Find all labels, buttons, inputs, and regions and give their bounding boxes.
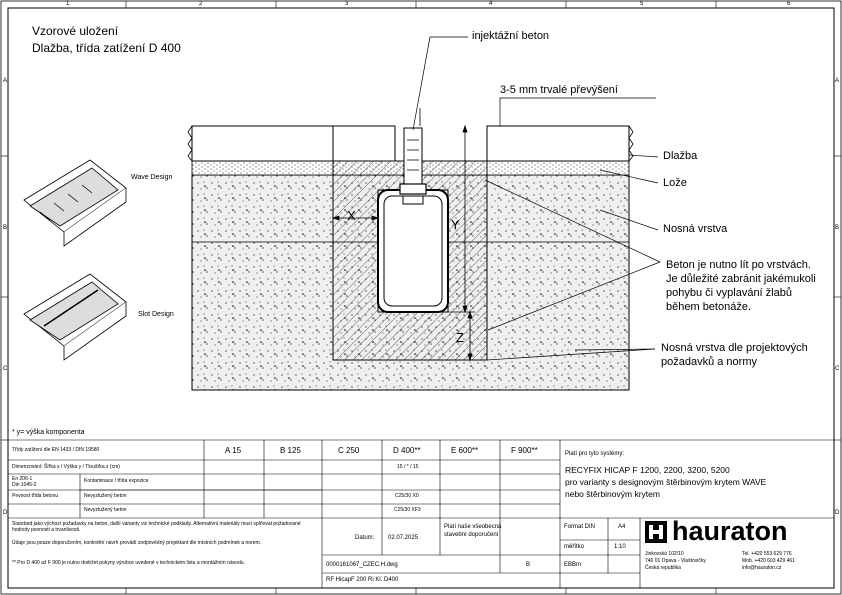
drawing-number: 0000161067_CZEC.H.dwg [326,562,398,568]
grid-row-c: C [3,366,8,372]
class-a15: A 15 [225,446,242,455]
format-label: Format DIN [564,524,596,530]
systems-line-2: pro varianty s designovým štěrbinovým kr… [565,477,767,487]
systems-heading: Platí pro tyto systémy: [565,451,625,457]
drawing-title-line1: Vzorové uložení [32,24,119,38]
label-wave-design: Wave Design [131,174,173,181]
label-concrete-note-3: pohybu či vyplavání žlabů [666,287,792,299]
d400-concrete1: C25/30 X0 [395,493,419,499]
contact-line2: Mob. +420 603 429 461 [742,558,795,564]
scale-value: 1:10 [614,544,626,550]
row-dimensions: Dimenzování: Šířka x / Výška y / Tloušťk… [12,464,120,470]
grid-row-d: D [3,510,8,516]
row-norm-line2: Din 1045-2 [12,482,37,488]
footnote: * y= výška komponenta [12,429,85,436]
brand-logo: hauraton [672,516,788,546]
label-injection-concrete: injektážní beton [472,30,550,42]
address-line1: Jinkovská 102/10 [645,551,684,557]
row-strength: Pevnost třída betonu [12,493,59,499]
label-concrete-note-4: během betonáže. [666,301,752,313]
grid-col-4: 4 [489,1,493,7]
section-drawing [187,108,634,391]
dimension-y [448,124,475,314]
contact-line3: info@hauraton.cz [742,565,782,571]
format-value: A4 [618,524,626,530]
class-e600: E 600** [451,446,479,455]
systems-line-1: RECYFIX HICAP F 1200, 2200, 3200, 5200 [565,465,730,475]
datum-value: 02.07.2025 [388,535,419,541]
drainage-channel [377,189,449,313]
contact-line1: Tel. +420 553 629 776 [742,551,792,557]
leader-lines [412,36,661,361]
revision: B [526,562,531,568]
paving-mid [332,125,396,162]
label-paving: Dlažba [663,150,698,162]
table-note-2: Údaje jsou pouze doporučením, konkrétní … [12,540,262,546]
grid-row-a-right: A [835,78,840,84]
grid-col-5: 5 [640,1,644,7]
grid-row-d-right: D [835,510,840,516]
class-c250: C 250 [338,446,360,455]
label-bed: Lože [663,177,687,189]
drawing-title-line2: Dlažba, třída zatížení D 400 [32,41,181,55]
table-note-1: Standard jako výchozí požadavky na beton… [12,521,301,533]
label-slot-design: Slot Design [138,311,174,318]
dim-z-label: Z [456,330,464,345]
grid-col-3: 3 [345,1,349,7]
grid-col-2: 2 [199,1,203,7]
dim-y-label: Y [451,217,460,232]
scale-label: měřítko [564,544,585,550]
grid-col-1: 1 [66,1,70,7]
table-header: Třídy zatížení dle EN 1433 / DIN 19580 [12,447,100,453]
address-line3: Česká republika [645,565,681,571]
grid-row-a: A [3,78,8,84]
disclaimer-line2: stavební doporučení [444,532,499,538]
class-f900: F 900** [511,446,538,455]
class-d400: D 400** [393,446,421,455]
label-concrete-note-2: Je důležité zabránit jakémukoli [666,273,816,285]
d400-dimensions: 15 / * / 15 [397,464,419,470]
table-grid [8,439,834,588]
d400-concrete2: C25/30 XF3 [394,507,421,513]
row-exposure: Kontaminace / třída expozice [84,478,149,484]
class-b125: B 125 [280,446,301,455]
wave-design-illustration [23,159,127,247]
disclaimer-line1: Platí naše všeobecná [444,524,502,530]
slot-neck [403,127,423,191]
hauraton-logo-mark [645,521,667,543]
grid-col-6: 6 [787,1,791,7]
file-name: RF HicapF 200 Ri Kl. D400 [326,577,399,583]
label-overheight: 3-5 mm trvalé převýšení [500,84,618,96]
label-concrete-note-1: Beton je nutno lít po vrstvách. [666,259,811,271]
grid-row-c-right: C [835,366,840,372]
grid-row-b-right: B [835,225,840,231]
grid-row-b: B [3,225,8,231]
datum-label: Datum: [355,535,375,541]
systems-line-3: nebo štěrbinovým krytem [565,489,660,499]
address-line2: 746 01 Opava - Vlaštovičky [645,558,706,564]
slot-design-illustration [23,273,127,361]
dimension-x [331,215,380,221]
row-unreinforced: Nevyztužený beton [84,507,127,513]
paving-right [486,125,630,162]
label-base-project-1: Nosná vrstva dle projektových [661,342,808,354]
dimension-z [467,310,473,362]
row-reinforced: Nevyztužený beton [84,493,127,499]
dim-x-label: X [347,208,356,223]
author: EBBm [564,562,582,568]
row-norm-line1: En 206-1 [12,476,33,482]
label-base-project-2: požadavků a normy [661,356,757,368]
paving-left [191,125,334,162]
label-base: Nosná vrstva [663,223,728,235]
table-note-3: ** Pro D 400 až F 900 je nutno dodržet p… [12,560,245,566]
